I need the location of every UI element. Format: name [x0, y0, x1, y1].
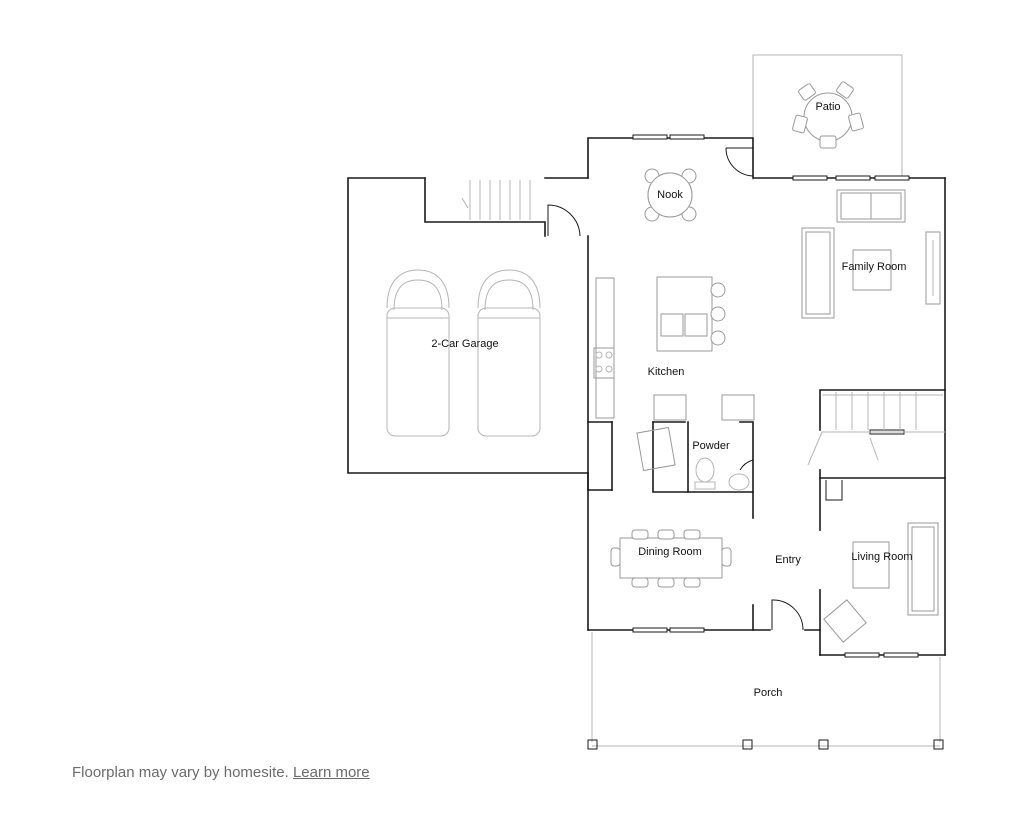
patio-door — [725, 147, 754, 177]
label-porch: Porch — [754, 687, 783, 699]
house-walls — [587, 137, 946, 656]
garage-area — [347, 177, 589, 491]
porch-area — [587, 632, 944, 750]
label-family-room: Family Room — [842, 261, 907, 273]
kitchen-fixtures — [593, 276, 755, 472]
family-room-furniture — [801, 189, 941, 319]
living-room-furniture — [823, 522, 939, 643]
label-kitchen: Kitchen — [648, 366, 685, 378]
label-living-room: Living Room — [851, 551, 912, 563]
label-entry: Entry — [775, 554, 801, 566]
label-garage: 2-Car Garage — [431, 338, 498, 350]
powder-door — [739, 459, 754, 471]
car-right — [477, 269, 541, 437]
garage-stairs — [461, 180, 531, 220]
main-stairs — [807, 392, 945, 466]
car-left — [386, 269, 450, 437]
label-powder: Powder — [692, 440, 730, 452]
floorplan-disclaimer: Floorplan may vary by homesite. Learn mo… — [72, 764, 370, 781]
disclaimer-text: Floorplan may vary by homesite. — [72, 764, 289, 781]
powder-fixtures — [694, 457, 750, 491]
nook-table — [644, 168, 697, 222]
front-door — [771, 599, 804, 631]
garage-door-swing — [547, 204, 581, 237]
label-dining-room: Dining Room — [638, 546, 702, 558]
dining-table — [610, 529, 732, 588]
label-nook: Nook — [657, 189, 683, 201]
patio-area — [752, 54, 903, 180]
learn-more-link[interactable]: Learn more — [292, 764, 370, 781]
patio-table — [792, 81, 864, 149]
label-patio: Patio — [815, 101, 840, 113]
